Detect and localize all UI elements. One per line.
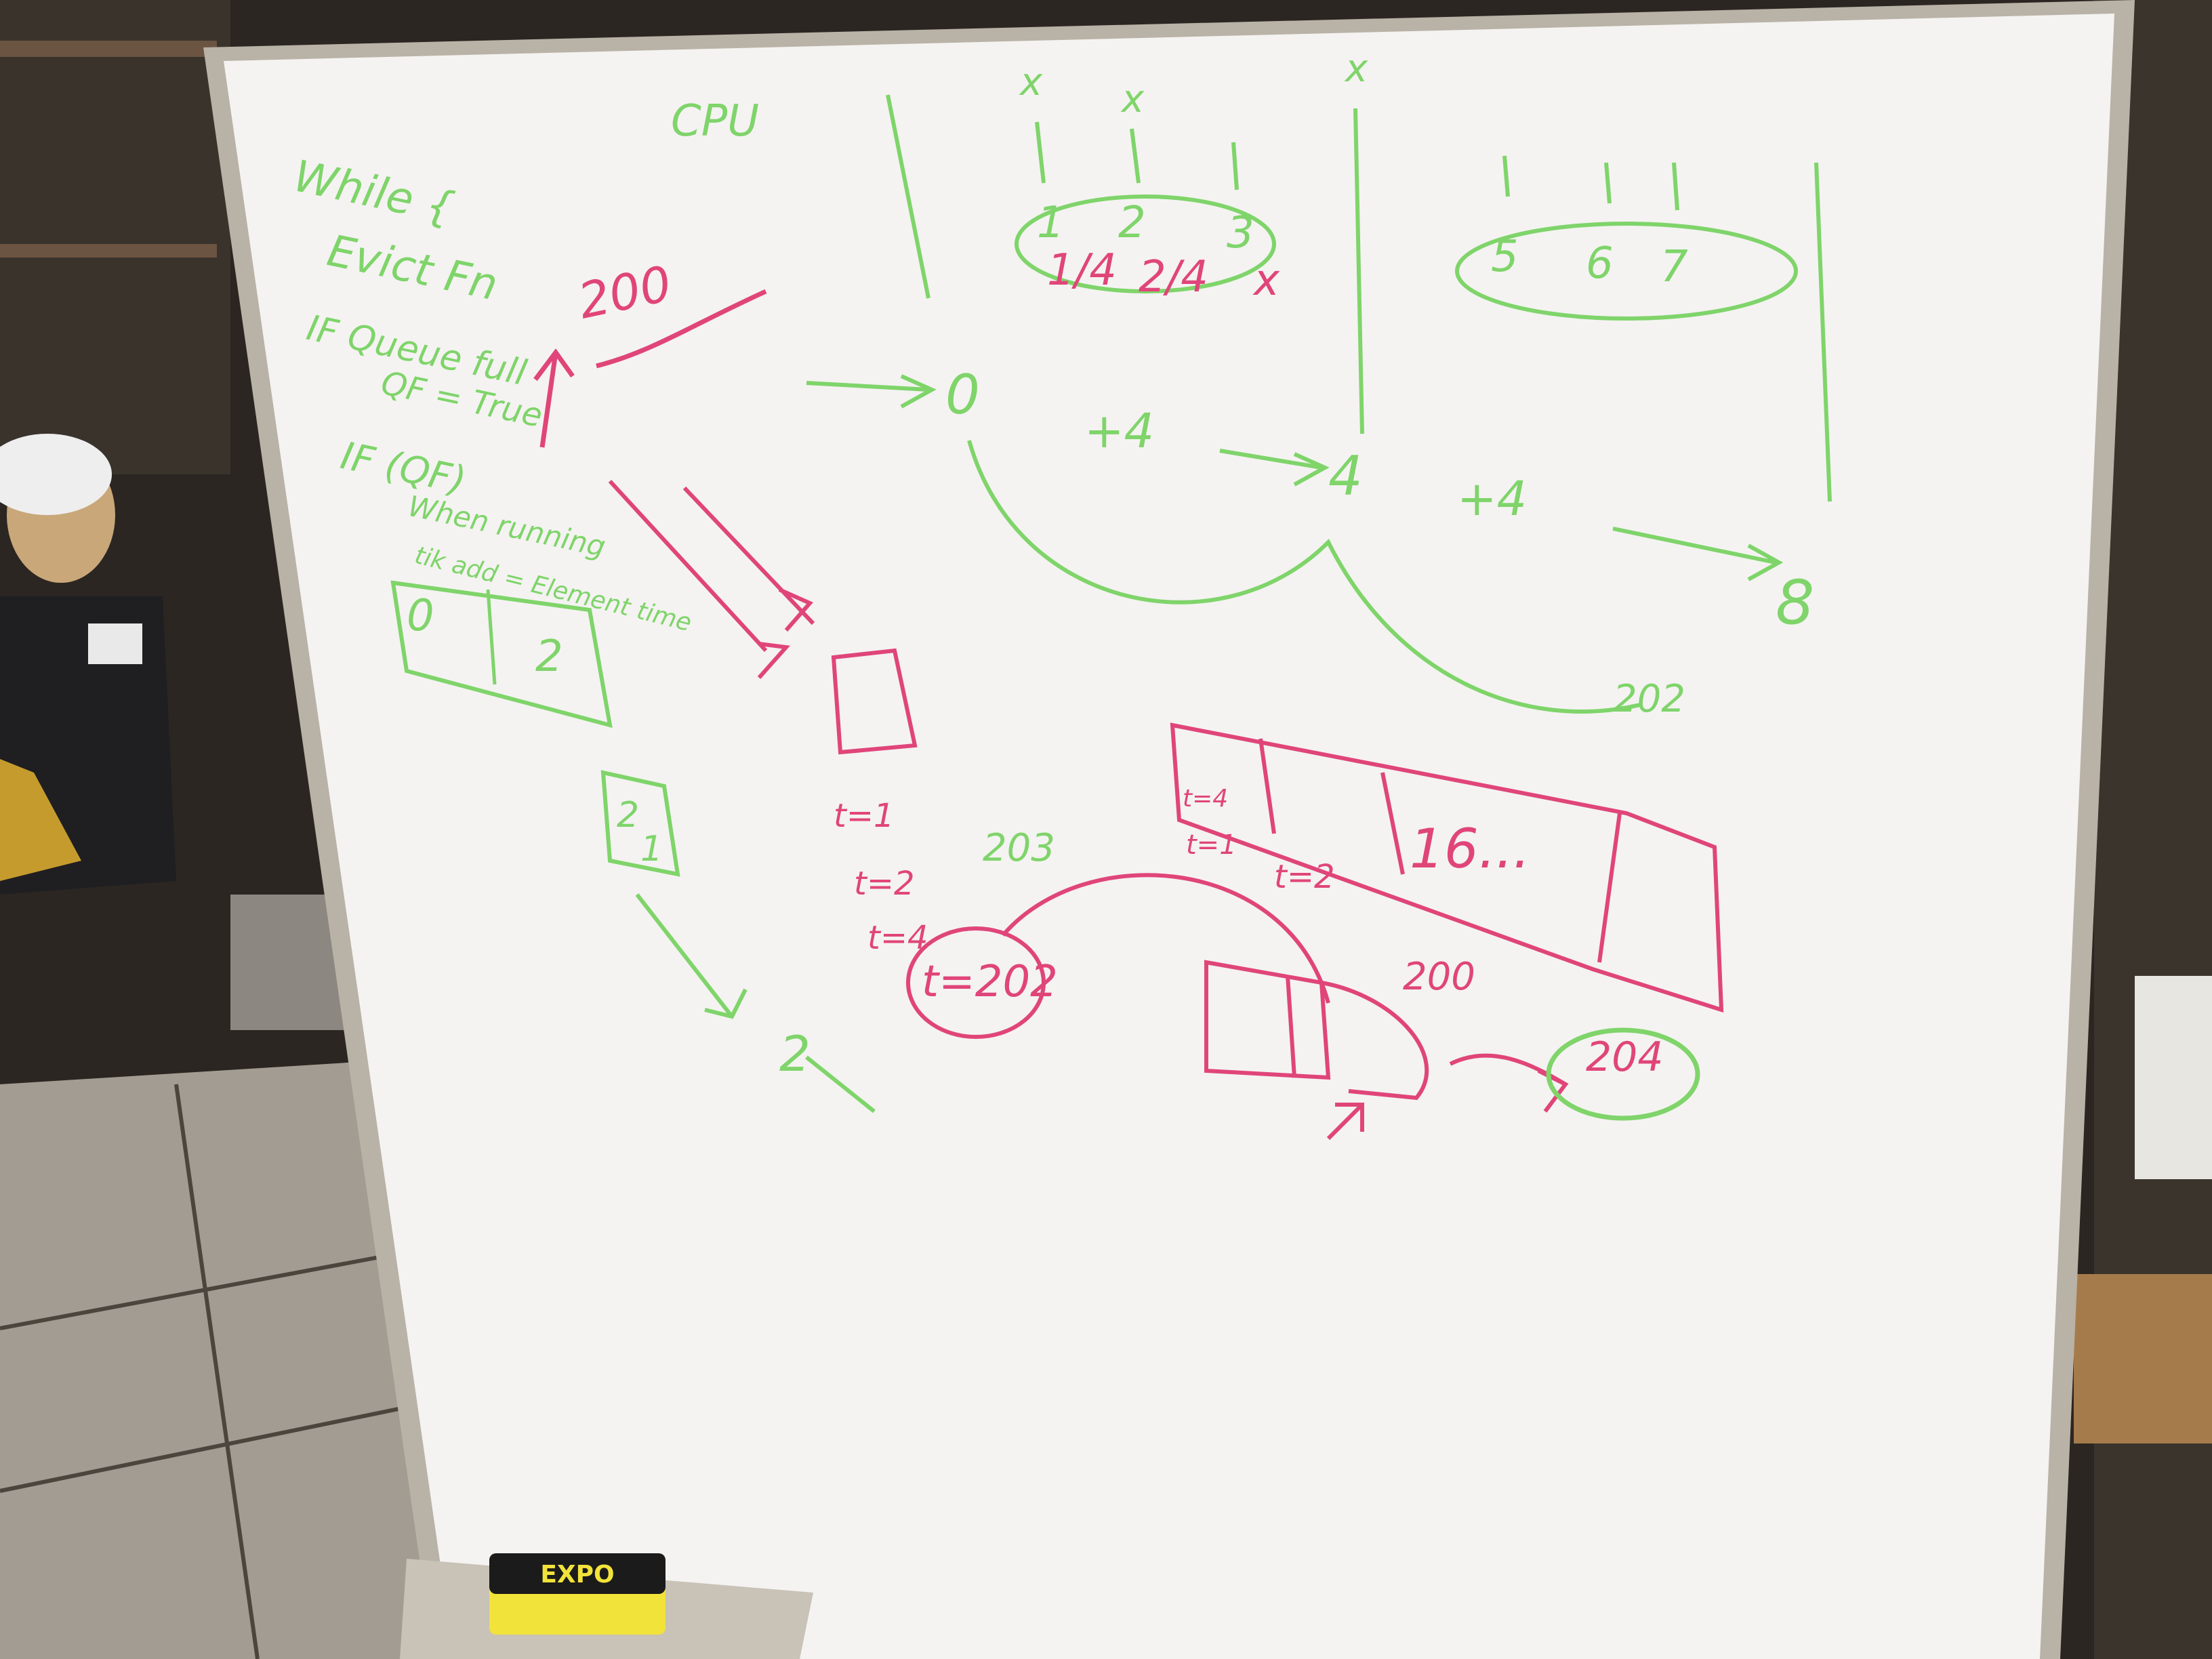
shelf-area xyxy=(0,0,230,474)
eraser-brand-text: EXPO xyxy=(540,1561,614,1589)
label-t2: t=2 xyxy=(1274,858,1335,896)
slot-1: 1 xyxy=(1037,198,1065,248)
gold-object xyxy=(0,759,81,881)
slot-6: 6 xyxy=(1586,239,1614,289)
paper-sign xyxy=(2135,976,2212,1179)
wooden-box xyxy=(2074,1274,2212,1443)
cell-16: 16... xyxy=(1410,817,1530,880)
value-204: 204 xyxy=(1586,1033,1664,1081)
value-203: 203 xyxy=(983,826,1055,870)
plus-4-first: +4 xyxy=(1084,403,1154,459)
small-t4: t=4 xyxy=(867,919,928,957)
timeline-labels: x x x 1 2 3 1/4 2/4 x 5 6 7 0 +4 4 +4 8 … xyxy=(945,47,1814,721)
green-queue-box: 0 2 xyxy=(390,580,613,729)
floor xyxy=(0,1057,474,1659)
value-200-bottom: 200 xyxy=(1403,955,1475,999)
queue-box-0: 0 xyxy=(407,591,434,641)
box-21-bottom: 1 xyxy=(640,829,663,869)
whiteboard-surface xyxy=(224,14,2114,1659)
value-2-arrow: 2 xyxy=(779,1025,811,1082)
mannequin-hair xyxy=(0,434,112,515)
box-21-top: 2 xyxy=(617,795,639,836)
value-202: 202 xyxy=(1613,677,1685,721)
x-mark-3: x xyxy=(1344,47,1368,91)
buffer-diagram xyxy=(831,648,1724,1141)
equipment-box xyxy=(230,895,346,1030)
plus-4-second: +4 xyxy=(1457,471,1527,527)
time-4: 4 xyxy=(1328,445,1363,508)
time-0: 0 xyxy=(945,363,980,426)
shelf-board xyxy=(0,41,217,57)
label-t1: t=1 xyxy=(1186,830,1237,861)
time-8: 8 xyxy=(1776,567,1814,638)
slot-2: 2 xyxy=(1118,198,1146,248)
expo-eraser[interactable]: EXPO xyxy=(489,1553,665,1635)
cell-t4: t=4 xyxy=(1183,785,1228,813)
green-21-box: 2 1 2 xyxy=(600,770,876,1113)
time-202: t=202 xyxy=(922,957,1058,1007)
cpu-label: CPU xyxy=(671,96,759,146)
timeline-diagram xyxy=(806,94,1832,714)
small-t1: t=1 xyxy=(834,797,895,835)
slot-1-fraction: 1/4 xyxy=(1047,245,1117,295)
slot-5: 5 xyxy=(1491,232,1519,282)
slot-2-fraction: 2/4 xyxy=(1139,252,1208,302)
x-mark-1: x xyxy=(1019,60,1043,104)
x-mark-2: x xyxy=(1120,77,1145,121)
buffer-labels: t=1 t=2 t=4 203 t=4 t=1 t=2 16... t=202 … xyxy=(834,785,1664,1081)
queue-box-2: 2 xyxy=(535,632,563,682)
shelf-board xyxy=(0,244,217,258)
circle-204 xyxy=(1546,1027,1700,1121)
slot-3: 3 xyxy=(1227,208,1254,258)
slot-7: 7 xyxy=(1660,242,1688,292)
name-tag xyxy=(88,623,142,664)
small-t2: t=2 xyxy=(854,865,915,903)
slot-3-cross: x xyxy=(1252,255,1280,306)
